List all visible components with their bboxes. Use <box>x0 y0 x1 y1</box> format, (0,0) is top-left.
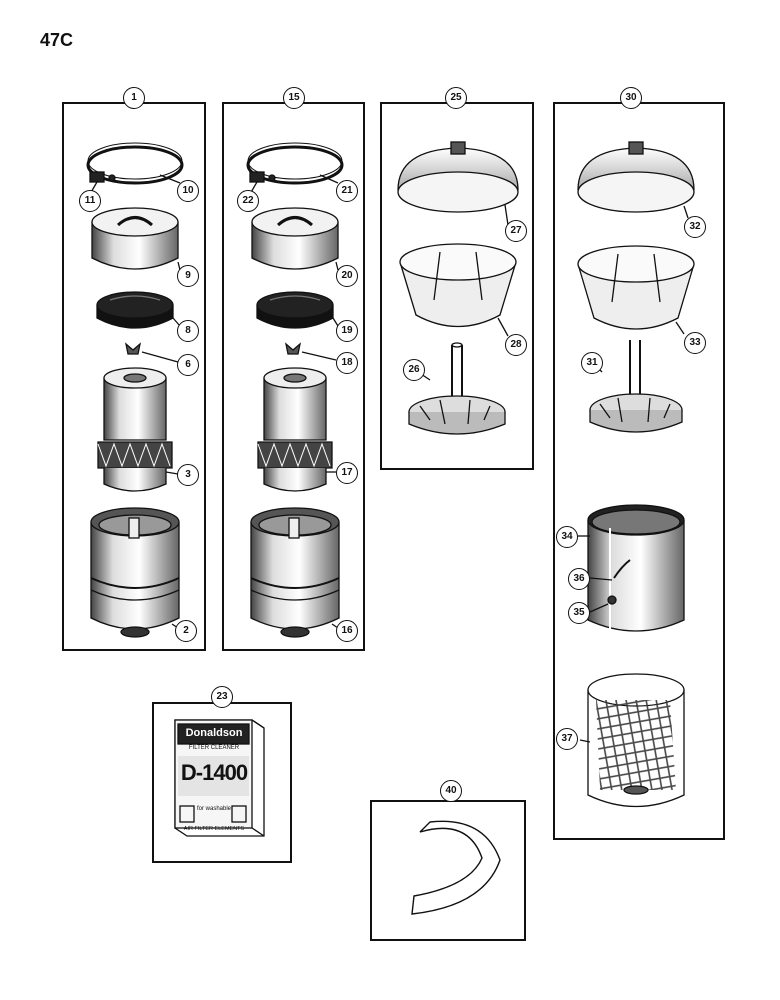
callout-18[interactable]: 18 <box>336 352 358 374</box>
center-tube-26 <box>408 342 506 435</box>
callout-17[interactable]: 17 <box>336 462 358 484</box>
callout-27[interactable]: 27 <box>505 220 527 242</box>
group-callout-1[interactable]: 1 <box>123 87 145 109</box>
callout-6[interactable]: 6 <box>177 354 199 376</box>
group-callout-15[interactable]: 15 <box>283 87 305 109</box>
callout-10[interactable]: 10 <box>177 180 199 202</box>
group-callout-40[interactable]: 40 <box>440 780 462 802</box>
rivet-35 <box>589 595 617 613</box>
seal-strip-40 <box>411 820 501 915</box>
callout-20[interactable]: 20 <box>336 265 358 287</box>
cover-9 <box>91 207 181 271</box>
body-16 <box>250 507 340 638</box>
callout-2[interactable]: 2 <box>175 620 197 642</box>
wing-nut-18 <box>284 342 337 361</box>
body-2 <box>90 507 180 638</box>
callout-31[interactable]: 31 <box>581 352 603 374</box>
gasket-19 <box>256 291 339 329</box>
group-30-parts <box>577 141 695 808</box>
group-callout-30[interactable]: 30 <box>620 87 642 109</box>
callout-28[interactable]: 28 <box>505 334 527 356</box>
page-label: 47C <box>40 30 74 50</box>
top-cover-32 <box>577 141 695 219</box>
callout-19[interactable]: 19 <box>336 320 358 342</box>
top-cover-27 <box>397 141 519 226</box>
oil-cup-33 <box>577 245 695 335</box>
package-product: D-1400 <box>180 760 248 785</box>
package-for-text: for washable <box>196 806 232 812</box>
callout-21[interactable]: 21 <box>336 180 358 202</box>
package-brand: Donaldson <box>185 727 243 739</box>
gasket-8 <box>96 291 181 329</box>
group-callout-25[interactable]: 25 <box>445 87 467 109</box>
group-25-parts <box>397 141 519 435</box>
callout-9[interactable]: 9 <box>177 265 199 287</box>
wing-nut-6 <box>124 342 179 363</box>
clamp-ring-21 <box>246 142 344 185</box>
spring-clip-36 <box>589 559 631 581</box>
filter-cleaner-box-23 <box>174 719 265 837</box>
callout-26[interactable]: 26 <box>403 359 425 381</box>
callout-33[interactable]: 33 <box>684 332 706 354</box>
callout-8[interactable]: 8 <box>177 320 199 342</box>
package-subtitle: FILTER CLEANER <box>188 745 240 751</box>
group-15-parts <box>246 142 344 638</box>
callout-32[interactable]: 32 <box>684 216 706 238</box>
sleeve-34 <box>578 504 685 632</box>
callout-3[interactable]: 3 <box>177 464 199 486</box>
mesh-element-37 <box>579 673 685 808</box>
callout-35[interactable]: 35 <box>568 602 590 624</box>
filter-element-3 <box>97 367 179 492</box>
clamp-ring-10 <box>86 142 184 185</box>
callout-16[interactable]: 16 <box>336 620 358 642</box>
callout-34[interactable]: 34 <box>556 526 578 548</box>
group-callout-23[interactable]: 23 <box>211 686 233 708</box>
oil-cup-28 <box>399 243 517 337</box>
callout-11[interactable]: 11 <box>79 190 101 212</box>
callout-37[interactable]: 37 <box>556 728 578 750</box>
cover-20 <box>251 207 339 271</box>
filter-element-17 <box>257 367 336 492</box>
package-bottom-text: AIR FILTER ELEMENTS <box>183 826 245 832</box>
center-tube-31 <box>589 340 683 433</box>
group-1-parts <box>86 142 184 638</box>
callout-22[interactable]: 22 <box>237 190 259 212</box>
callout-36[interactable]: 36 <box>568 568 590 590</box>
